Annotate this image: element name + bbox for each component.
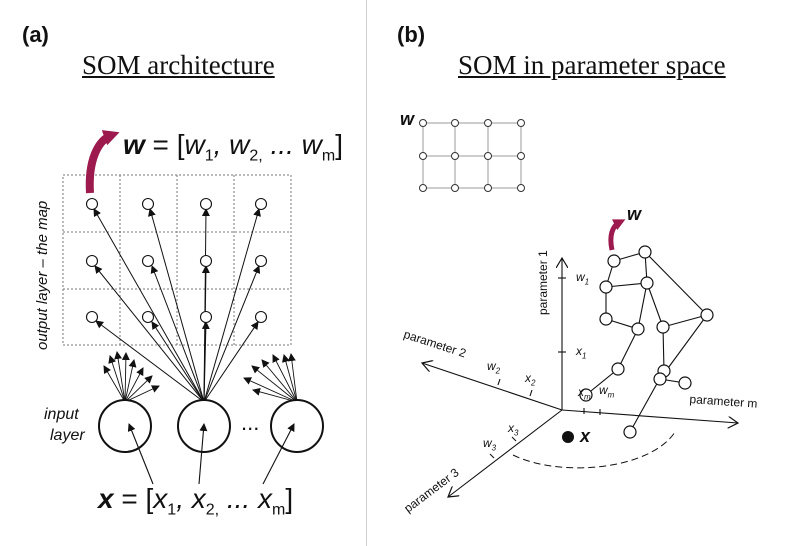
input-point xyxy=(562,431,574,443)
net-w-label: w xyxy=(627,204,642,224)
grid-w-label: w xyxy=(400,109,415,129)
tick-x2: x2 xyxy=(525,371,536,388)
w-eq: = [ xyxy=(144,129,185,160)
w-s2: 2, xyxy=(249,147,263,165)
input-layer-label-2: layer xyxy=(50,427,85,444)
small-grid-nodes xyxy=(419,119,525,192)
small-grid xyxy=(422,122,522,189)
panel-b-graphics xyxy=(419,119,739,498)
w-s3: m xyxy=(321,147,336,165)
panel-b-title: SOM in parameter space xyxy=(458,50,726,80)
tick-xm: xm xyxy=(578,385,591,402)
parameter-axes xyxy=(422,258,738,497)
x-close: ] xyxy=(285,483,294,514)
tick-w3: w3 xyxy=(483,436,497,453)
input-neurons xyxy=(98,399,324,453)
x-e1: x xyxy=(153,483,168,514)
x-symbol: x xyxy=(98,483,114,514)
x-s3: m xyxy=(272,501,286,519)
tick-x1: x1 xyxy=(576,344,587,361)
fan-right xyxy=(243,353,298,403)
tick-w1: w1 xyxy=(576,270,590,287)
tick-w2: w2 xyxy=(487,359,501,376)
x-s1: 1 xyxy=(167,501,177,519)
map-grid xyxy=(62,174,292,346)
w-symbol: w xyxy=(123,129,145,160)
output-layer-label: output layer – the map xyxy=(34,200,51,350)
fan-left xyxy=(103,351,160,403)
w-e2: , w xyxy=(213,129,250,160)
projection-arc xyxy=(512,431,676,469)
w-e3: ... w xyxy=(262,129,322,160)
connection-lines xyxy=(93,208,261,403)
som-net-nodes xyxy=(579,245,714,439)
x-s2: 2, xyxy=(205,501,220,519)
weight-update-arrow xyxy=(85,130,120,194)
x-e3: ... x xyxy=(219,483,272,514)
ellipsis-label: ... xyxy=(241,410,260,435)
panel-a-label: (a) xyxy=(22,22,49,47)
w-vector: w = [w1, w2, ... wm] xyxy=(123,131,343,165)
panel-a-graphics xyxy=(62,130,324,485)
w-close: ] xyxy=(335,129,343,160)
x-e2: , x xyxy=(176,483,206,514)
panel-divider xyxy=(366,0,367,546)
x-eq: = [ xyxy=(113,483,154,514)
w-s1: 1 xyxy=(204,147,214,165)
x-vector: x = [x1, x2, ... xm] xyxy=(98,485,293,519)
panel-a-title: SOM architecture xyxy=(82,50,275,80)
map-neurons xyxy=(85,197,268,324)
tick-wm: wm xyxy=(599,383,615,400)
panel-b-label: (b) xyxy=(397,22,426,47)
input-layer-label-1: input xyxy=(44,406,79,423)
point-x-label: x xyxy=(580,426,591,446)
input-arrows xyxy=(127,423,295,485)
tick-x3: x3 xyxy=(508,421,519,438)
w-e1: w xyxy=(184,129,205,160)
net-update-arrow xyxy=(608,219,626,251)
axis-label-p1: parameter 1 xyxy=(536,250,550,315)
